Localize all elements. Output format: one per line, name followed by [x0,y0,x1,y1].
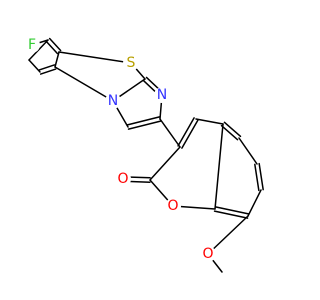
atom-label-s: S [127,55,136,71]
bond-c5-c6-second [126,116,161,126]
bond-b5-b1 [28,39,49,61]
bond-b3-b4 [38,64,56,71]
bond-k8-Om [207,215,249,255]
bond-k4a-k5-second [223,121,242,138]
atom-o-carbonyl: O [115,171,131,187]
atom-label-n-imidazole: N [157,87,167,103]
atom-label-f: F [28,37,36,53]
bond-c5-c6 [127,120,162,130]
bond-b1-b2-second [48,37,62,52]
atom-label-o-carbonyl: O [117,171,128,187]
atom-f: F [24,37,40,53]
bond-k8a-k4a [214,123,224,210]
bond-k7-k8 [247,189,262,217]
bond-b2-S [58,51,132,64]
bond-k8-k8a-second [213,210,249,219]
bond-k5-k6 [238,137,258,165]
bond-k3-k4-second [177,117,195,147]
bond-layer [28,37,264,273]
atom-s: S [123,55,139,71]
bond-k4-k4a [195,118,224,125]
bond-b2-b3 [54,51,60,68]
atom-label-o-ring: O [167,198,178,214]
bond-k3-k4 [181,119,199,149]
bond-b3-N [54,66,114,102]
bond-k6-k7-second [258,162,264,191]
bond-k2-k3 [149,146,181,181]
bond-k6-k7 [254,163,260,192]
atom-o-methoxy: O [200,246,216,262]
bond-c6-k3 [159,118,181,148]
bond-k4a-k5 [220,124,239,141]
atom-n-bridgehead: N [105,93,121,109]
bond-b1-b2 [45,40,59,55]
atom-n-imidazole: N [154,87,170,103]
bond-b4-b5 [28,59,41,73]
bond-b3-b4-second [39,68,57,75]
atom-label-o-methoxy: O [202,246,213,262]
bond-k8-k8a [214,206,250,215]
atom-o-ring: O [165,198,181,214]
molecule-structure: F S N N O O O [24,37,264,273]
atom-label-n-bridgehead: N [108,93,118,109]
